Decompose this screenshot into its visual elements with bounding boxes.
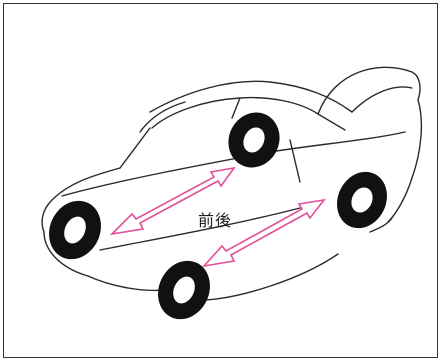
arrow-front-rear-lower	[201, 198, 326, 268]
tire-front-right	[228, 112, 280, 168]
car-body	[41, 66, 423, 301]
tire-rear-left	[158, 260, 210, 320]
tire-front-left	[49, 200, 101, 260]
front-rear-label: 前後	[198, 211, 233, 230]
arrow-front-rear-upper	[109, 166, 236, 236]
tire-rear-right	[337, 171, 387, 229]
